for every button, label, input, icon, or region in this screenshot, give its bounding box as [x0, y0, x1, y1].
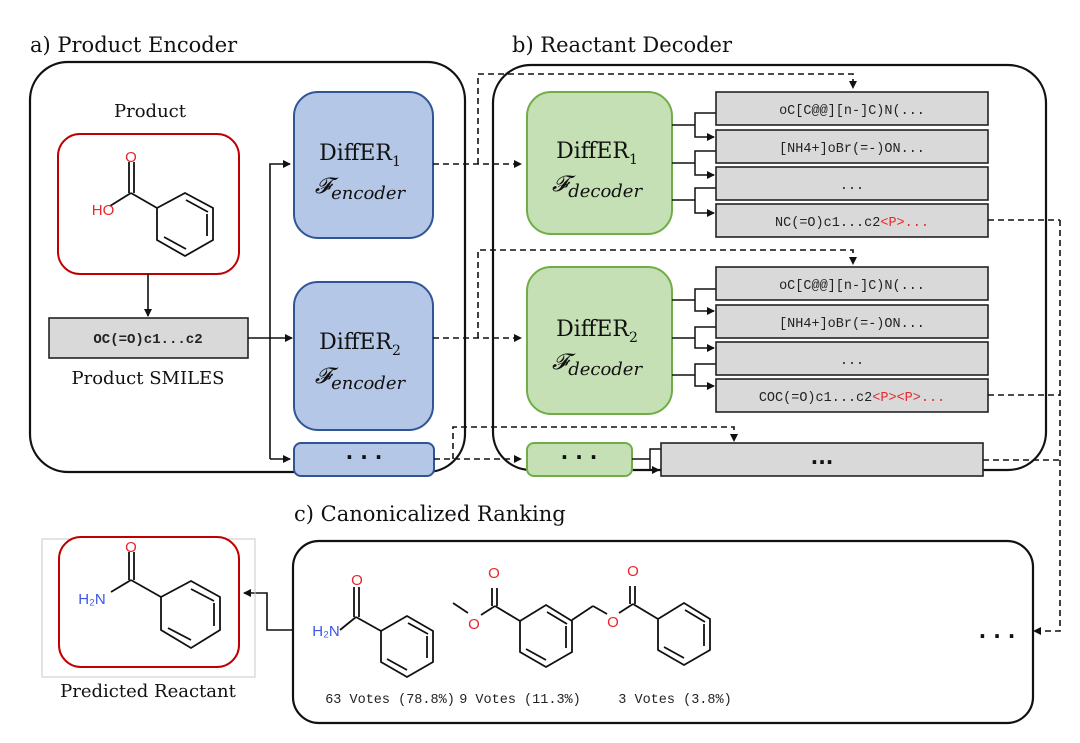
encoder-panel — [28, 60, 467, 474]
atom-hydroxyl: HO — [92, 202, 115, 219]
decoder-more-block[interactable]: · · · — [526, 442, 633, 477]
atom-oxygen: O — [627, 563, 639, 580]
svg-text:DiffER1: DiffER1 — [556, 139, 638, 168]
decoder-1-output-3[interactable]: ... — [715, 166, 989, 201]
output-smiles: ... — [840, 179, 864, 194]
output-smiles: COC(=O)c1...c2 — [759, 391, 872, 406]
candidate-2-votes: 9 Votes (11.3%) — [459, 693, 581, 708]
smiles-to-encoders-connector — [248, 160, 293, 463]
decoder-2-output-connectors — [672, 288, 716, 390]
atom-oxygen: O — [125, 539, 137, 556]
benzamide-structure — [110, 552, 221, 650]
decoder-2-function-sub: decoder — [568, 359, 643, 380]
output-smiles: [NH4+]oBr(=-)ON... — [779, 142, 925, 157]
output-smiles: ... — [840, 354, 864, 369]
atom-oxygen: O — [351, 572, 363, 589]
benzamide-structure — [339, 587, 434, 679]
decoder-2-index: 2 — [629, 330, 638, 346]
encoder-1-function-sub: encoder — [331, 183, 406, 204]
decoder-1-outputs: oC[C@@][n-]C)N(... [NH4+]oBr(=-)ON... ..… — [715, 91, 989, 238]
decoder-2-output-1[interactable]: oC[C@@][n-]C)N(... — [715, 266, 989, 301]
more-candidates-ellipsis: · · · — [979, 624, 1016, 648]
atom-amine: H₂N — [78, 591, 106, 608]
svg-text:DiffER2: DiffER2 — [319, 330, 401, 359]
candidate-1-votes: 63 Votes (78.8%) — [325, 693, 455, 708]
decoders-to-ranking-dashed-links — [983, 219, 1061, 635]
encoder-2-block[interactable]: DiffER2 𝓕encoder — [293, 281, 434, 431]
ranking-to-predicted-arrow — [243, 589, 293, 631]
decoder-2-outputs: oC[C@@][n-]C)N(... [NH4+]oBr(=-)ON... ..… — [715, 266, 989, 413]
decoder-1-function-sub: decoder — [568, 181, 643, 202]
encoder-section-title: a) Product Encoder — [30, 33, 238, 57]
ethyl-benzoate-structure — [571, 586, 711, 667]
decoder-1-index: 1 — [629, 152, 638, 168]
decoder-section-title: b) Reactant Decoder — [512, 33, 733, 57]
ranking-section-title: c) Canonicalized Ranking — [294, 502, 566, 526]
output-smiles: oC[C@@][n-]C)N(... — [779, 104, 925, 119]
decoder-1-output-1[interactable]: oC[C@@][n-]C)N(... — [715, 91, 989, 126]
encoder-2-name: DiffER — [319, 330, 393, 355]
output-smiles: NC(=O)c1...c2 — [775, 216, 880, 231]
benzoic-acid-structure — [109, 162, 214, 258]
svg-text:𝓕decoder: 𝓕decoder — [552, 350, 644, 380]
encoder-more-ellipsis: · · · — [346, 445, 383, 469]
decoder-more-output[interactable]: ... — [660, 442, 984, 477]
atom-ester-oxygen: O — [607, 614, 619, 631]
atom-oxygen: O — [125, 149, 137, 166]
atom-ester-oxygen: O — [468, 616, 480, 633]
output-smiles: ... — [811, 445, 834, 469]
encoder-2-function-sub: encoder — [331, 373, 406, 394]
predicted-reactant-label: Predicted Reactant — [60, 681, 236, 702]
svg-text:DiffER1: DiffER1 — [319, 141, 401, 170]
encoder-1-index: 1 — [392, 154, 401, 170]
decoder-1-output-4[interactable]: NC(=O)c1...c2<P>... — [715, 203, 989, 238]
product-label: Product — [114, 101, 187, 122]
atom-amine: H₂N — [312, 623, 340, 640]
encoder-more-block[interactable]: · · · — [293, 442, 435, 477]
decoder-2-output-4[interactable]: COC(=O)c1...c2<P><P>... — [715, 378, 989, 413]
decoder-more-connector — [632, 448, 661, 474]
candidate-3-votes: 3 Votes (3.8%) — [618, 693, 731, 708]
candidate-1[interactable]: O H₂N 63 Votes (78.8%) — [312, 572, 455, 708]
decoder-1-output-2[interactable]: [NH4+]oBr(=-)ON... — [715, 129, 989, 164]
product-molecule-card: O HO — [57, 133, 240, 275]
product-smiles-label: Product SMILES — [72, 368, 225, 389]
ranking-panel — [291, 539, 1035, 725]
padding-token-highlight: <P><P>... — [872, 391, 945, 406]
encoder-1-block[interactable]: DiffER1 𝓕encoder — [293, 91, 434, 239]
decoder-1-name: DiffER — [556, 139, 630, 164]
svg-text:NC(=O)c1...c2<P>...: NC(=O)c1...c2<P>... — [775, 216, 929, 231]
encoder-2-index: 2 — [392, 343, 401, 359]
decoder-2-output-3[interactable]: ... — [715, 341, 989, 376]
svg-text:DiffER2: DiffER2 — [556, 317, 638, 346]
methyl-benzoate-structure — [452, 588, 573, 669]
decoder-2-output-2[interactable]: [NH4+]oBr(=-)ON... — [715, 304, 989, 339]
decoder-1-block[interactable]: DiffER1 𝓕decoder — [526, 91, 673, 235]
encoder-decoder-dashed-links — [433, 73, 857, 463]
padding-token-highlight: <P>... — [880, 216, 929, 231]
output-smiles: [NH4+]oBr(=-)ON... — [779, 317, 925, 332]
atom-oxygen: O — [488, 565, 500, 582]
predicted-reactant-card[interactable]: O H₂N — [58, 536, 240, 668]
decoder-2-block[interactable]: DiffER2 𝓕decoder — [526, 266, 673, 415]
svg-text:COC(=O)c1...c2<P><P>...: COC(=O)c1...c2<P><P>... — [759, 391, 945, 406]
product-smiles-text: OC(=O)c1...c2 — [93, 332, 202, 348]
output-smiles: oC[C@@][n-]C)N(... — [779, 279, 925, 294]
decoder-1-output-connectors — [672, 112, 716, 217]
decoder-2-name: DiffER — [556, 317, 630, 342]
encoder-1-name: DiffER — [319, 141, 393, 166]
decoder-more-ellipsis: · · · — [561, 445, 598, 469]
product-smiles-box: OC(=O)c1...c2 — [48, 317, 249, 359]
candidate-3[interactable]: O O 3 Votes (3.8%) — [571, 563, 732, 708]
candidate-2[interactable]: O O 9 Votes (11.3%) — [452, 565, 581, 708]
